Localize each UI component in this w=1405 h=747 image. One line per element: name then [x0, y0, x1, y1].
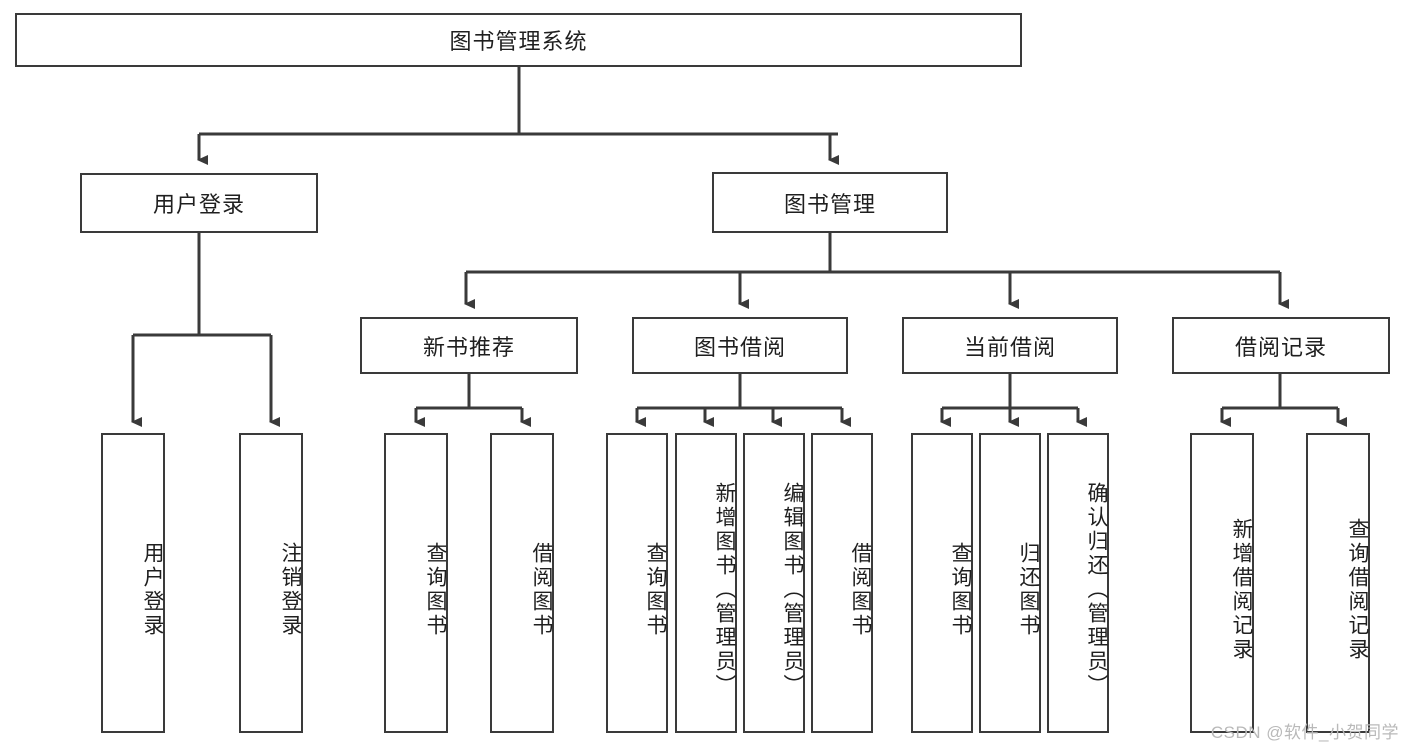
node-label: 新书推荐 — [422, 334, 515, 360]
node-label: 图书管理系统 — [449, 29, 588, 54]
node-label: 图书管理 — [783, 191, 876, 217]
leaf-confirm-return-admin[interactable]: 确认归还（管理员） — [1047, 433, 1109, 733]
node-label: 查询图书 — [644, 542, 667, 638]
leaf-user-login[interactable]: 用户登录 — [101, 433, 165, 733]
leaf-query-book-recommend[interactable]: 查询图书 — [384, 433, 448, 733]
node-label: 用户登录 — [141, 542, 164, 638]
node-label: 查询图书 — [424, 542, 447, 638]
node-label: 归还图书 — [1017, 542, 1040, 638]
node-new-book-recommend[interactable]: 新书推荐 — [360, 317, 578, 374]
node-user-login[interactable]: 用户登录 — [80, 173, 318, 233]
leaf-return-book[interactable]: 归还图书 — [979, 433, 1041, 733]
node-label: 新增图书（管理员） — [713, 482, 736, 698]
leaf-edit-book-admin[interactable]: 编辑图书（管理员） — [743, 433, 805, 733]
node-label: 确认归还（管理员） — [1085, 482, 1108, 698]
node-book-borrow[interactable]: 图书借阅 — [632, 317, 848, 374]
leaf-add-book-admin[interactable]: 新增图书（管理员） — [675, 433, 737, 733]
node-label: 查询图书 — [949, 542, 972, 638]
node-label: 注销登录 — [279, 542, 302, 638]
node-borrow-record[interactable]: 借阅记录 — [1172, 317, 1390, 374]
node-book-management[interactable]: 图书管理 — [712, 172, 948, 233]
leaf-query-book-borrow[interactable]: 查询图书 — [606, 433, 668, 733]
node-label: 图书借阅 — [693, 334, 786, 360]
node-label: 用户登录 — [152, 192, 245, 217]
node-label: 查询借阅记录 — [1346, 518, 1369, 662]
node-root[interactable]: 图书管理系统 — [15, 13, 1022, 67]
leaf-logout[interactable]: 注销登录 — [239, 433, 303, 733]
node-label: 借阅记录 — [1234, 334, 1327, 360]
leaf-borrow-book[interactable]: 借阅图书 — [811, 433, 873, 733]
leaf-add-borrow-record[interactable]: 新增借阅记录 — [1190, 433, 1254, 733]
leaf-query-borrow-record[interactable]: 查询借阅记录 — [1306, 433, 1370, 733]
node-label: 新增借阅记录 — [1230, 518, 1253, 662]
leaf-query-book-current[interactable]: 查询图书 — [911, 433, 973, 733]
node-label: 借阅图书 — [849, 542, 872, 638]
node-current-borrow[interactable]: 当前借阅 — [902, 317, 1118, 374]
node-label: 借阅图书 — [530, 542, 553, 638]
node-label: 当前借阅 — [963, 334, 1056, 360]
leaf-borrow-book-recommend[interactable]: 借阅图书 — [490, 433, 554, 733]
node-label: 编辑图书（管理员） — [781, 482, 804, 698]
